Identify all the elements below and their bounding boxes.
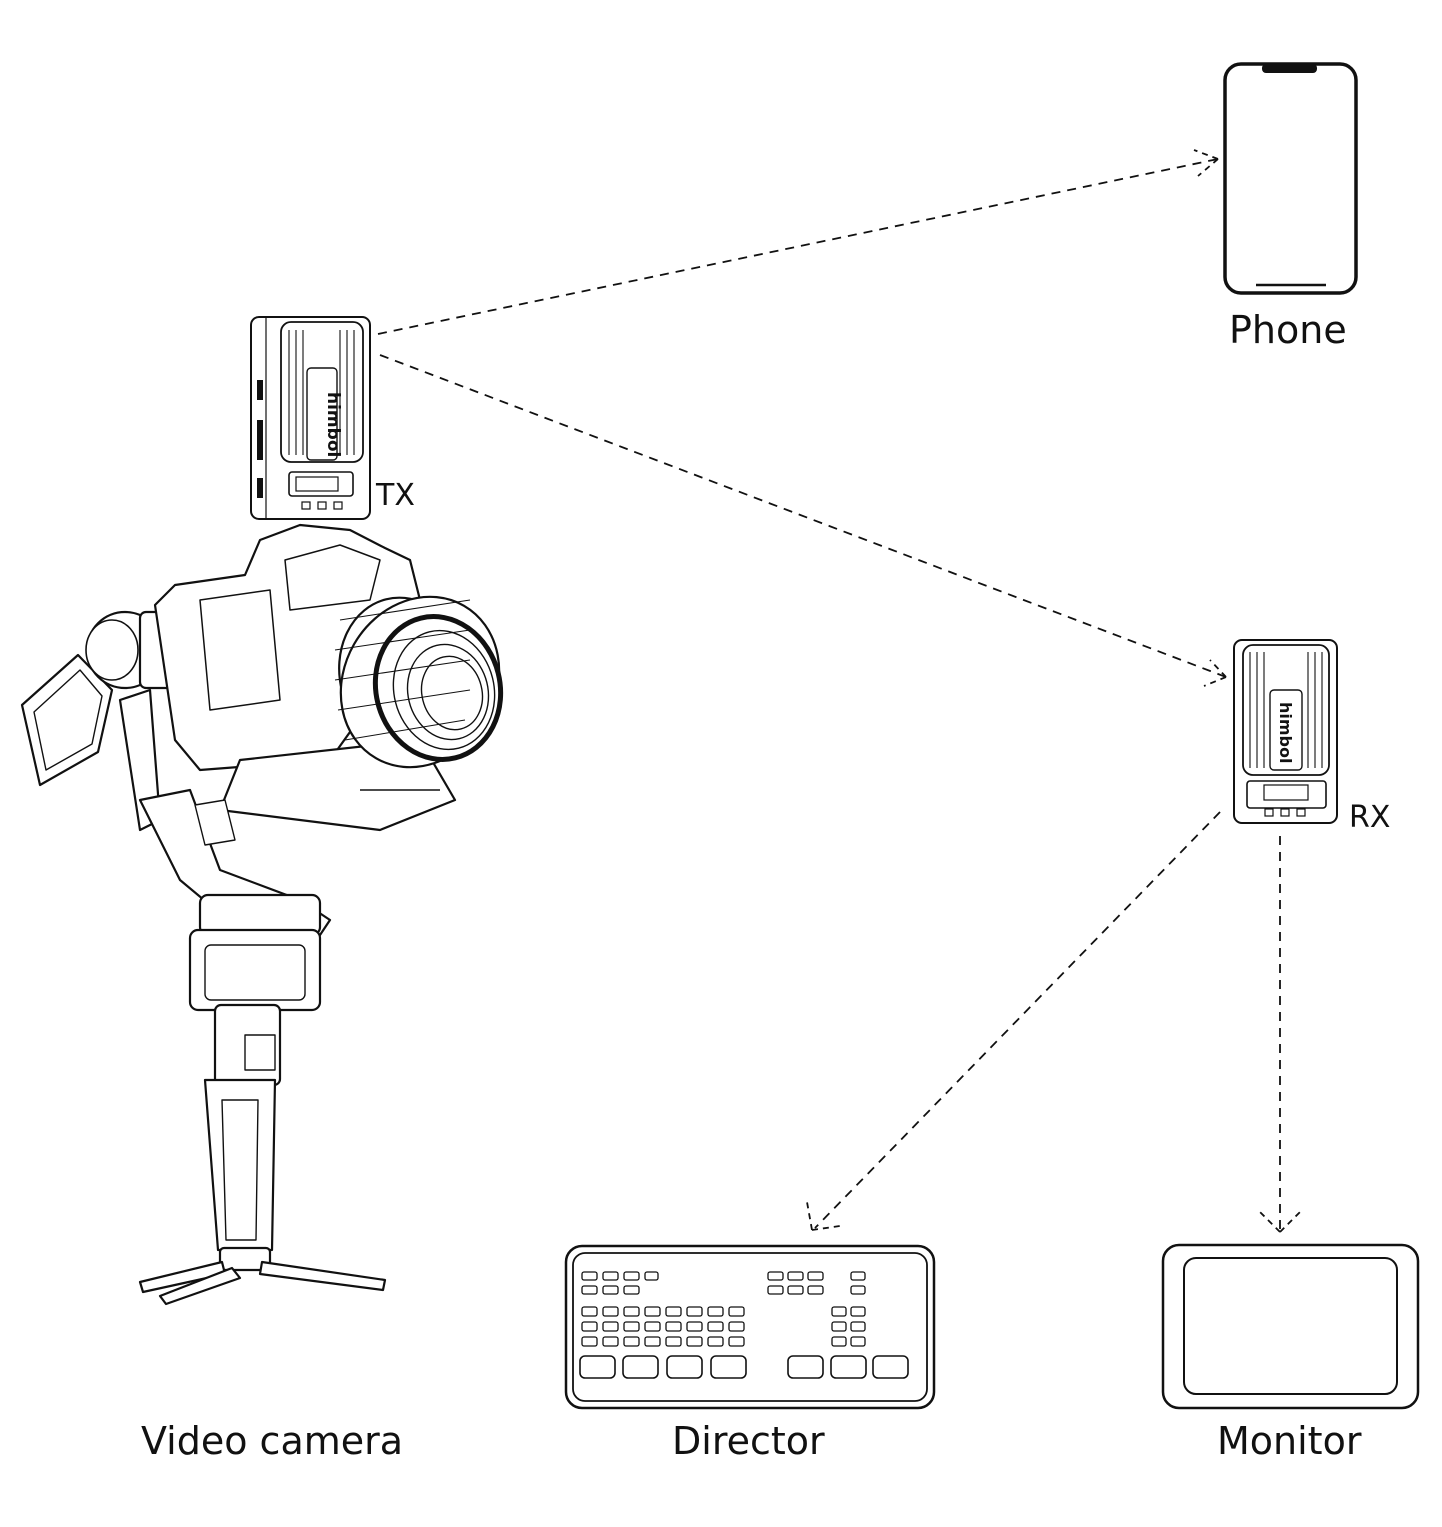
tx-label: TX (376, 478, 415, 513)
rx-brand-text: himbol (1276, 702, 1295, 763)
edge-tx-rx (379, 354, 1227, 678)
transmitter-icon (250, 316, 371, 520)
switcher-console-icon (564, 1244, 936, 1410)
smartphone-icon (1223, 62, 1358, 295)
arrowhead-rx (1203, 659, 1227, 687)
rx-label: RX (1349, 800, 1391, 835)
arrowhead-phone (1193, 149, 1219, 177)
monitor-label: Monitor (1217, 1419, 1362, 1463)
phone-label: Phone (1229, 308, 1347, 352)
edge-rx-director (814, 811, 1221, 1229)
tx-brand-text: himbol (323, 392, 343, 457)
arrowheads (806, 149, 1303, 1233)
director-label: Director (672, 1419, 825, 1463)
arrowhead-director (806, 1201, 841, 1231)
monitor-icon (1161, 1243, 1420, 1410)
arrowhead-monitor (1257, 1209, 1303, 1233)
gimbal-camera-icon (20, 523, 504, 1306)
video-camera-label: Video camera (141, 1419, 404, 1463)
receiver-icon (1233, 639, 1338, 824)
edge-tx-phone (377, 158, 1219, 335)
connection-lines (377, 158, 1281, 1230)
